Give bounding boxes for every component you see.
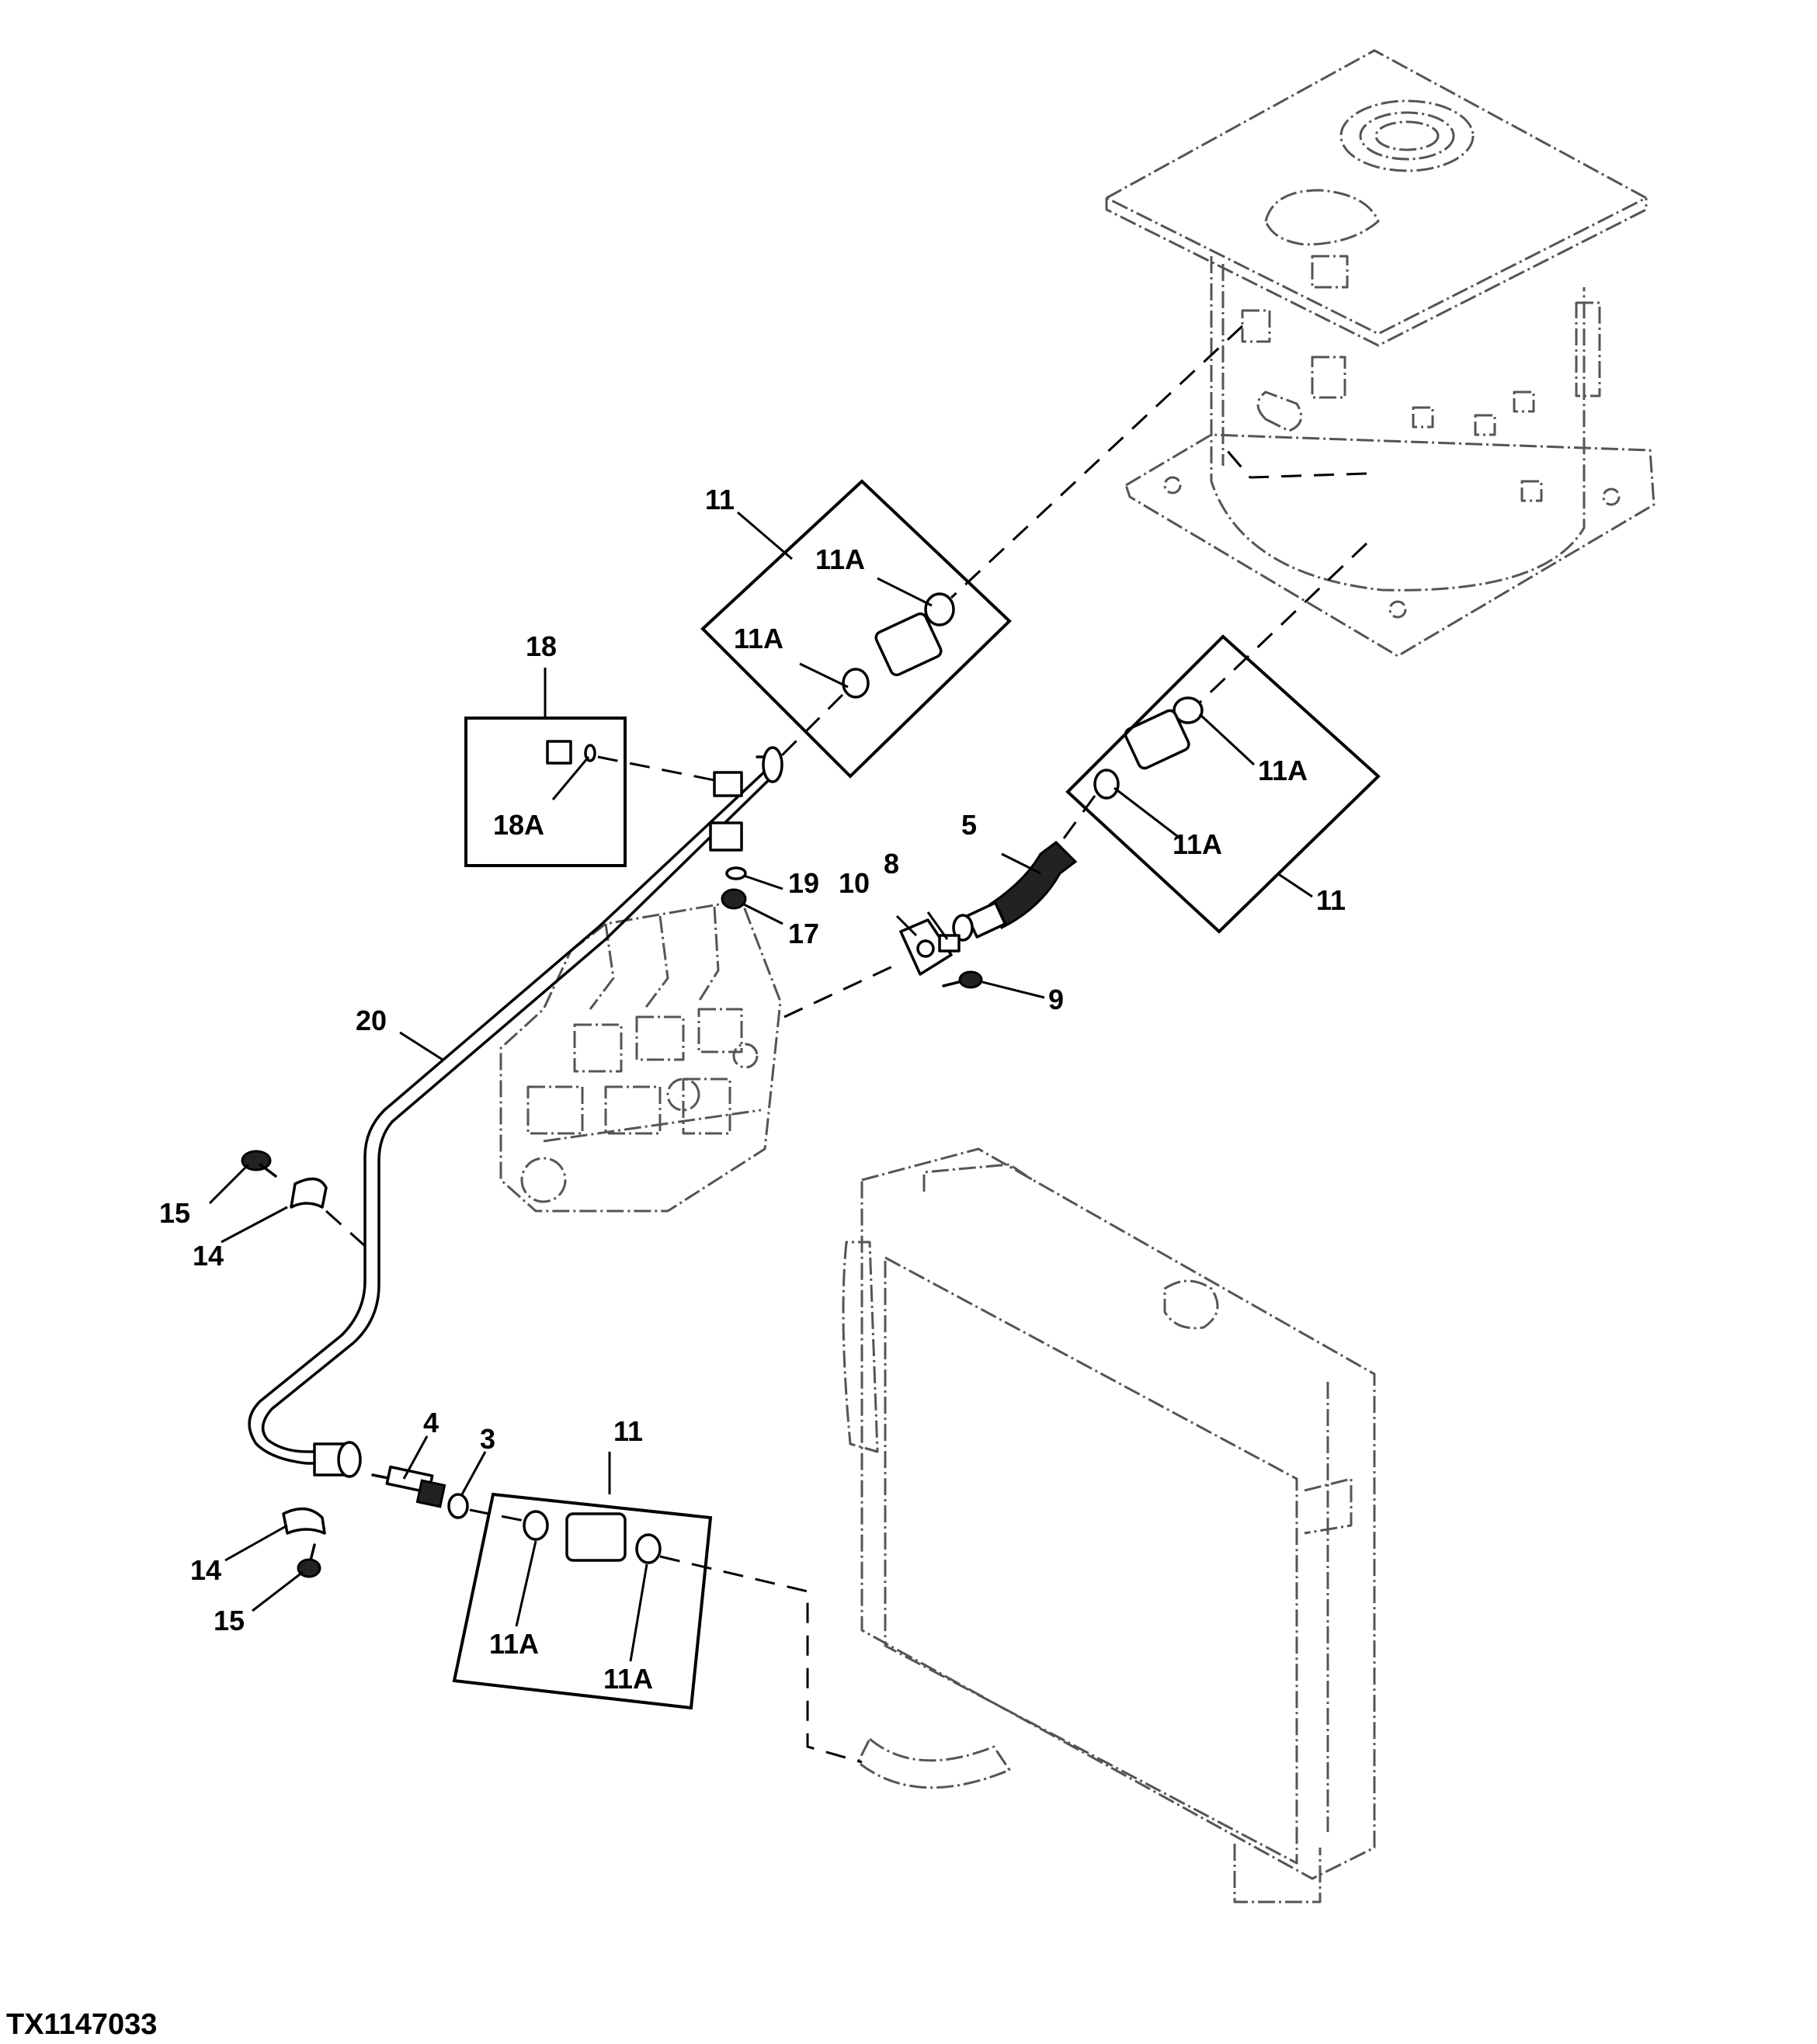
oil-cooler: [842, 1147, 1376, 1903]
callout-10: 10: [839, 867, 870, 899]
leader-lines: [208, 511, 1313, 1662]
kit-box-11-bottom: [452, 1492, 713, 1710]
callout-14-bottom: 14: [190, 1554, 221, 1586]
cap-screw-15-bottom: [297, 1543, 321, 1578]
callout-15-top: 15: [159, 1197, 190, 1229]
callout-14-top: 14: [193, 1240, 224, 1272]
kit-box-18: [464, 717, 627, 867]
callout-11a-bottom-b: 11A: [603, 1663, 653, 1695]
kit-box-11-right: [1065, 634, 1381, 934]
hose-5: [952, 841, 1078, 942]
plug-17: [721, 866, 747, 910]
clamp-14-top: [290, 1177, 328, 1209]
clamp-14-bottom: [282, 1507, 326, 1535]
callout-11a-top-b: 11A: [734, 623, 783, 654]
flange-kit-11-bottom-parts: [523, 1510, 662, 1564]
callout-11-bottom: 11: [613, 1415, 643, 1447]
callout-15-bottom: 15: [214, 1605, 245, 1636]
callout-11-right: 11: [1316, 884, 1346, 916]
callout-11a-top-a: 11A: [815, 543, 865, 575]
kit-box-11-top: [700, 479, 1012, 779]
o-ring-3: [447, 1493, 469, 1519]
callout-11-top: 11: [705, 484, 735, 515]
callout-11a-right-b: 11A: [1173, 828, 1222, 860]
callout-8: 8: [884, 848, 899, 880]
callout-19: 19: [788, 867, 819, 899]
cap-screw-15-top: [241, 1150, 277, 1178]
callout-3: 3: [480, 1423, 495, 1455]
figure-id: TX1147033: [6, 2008, 157, 2041]
callout-17: 17: [788, 918, 819, 949]
flange-kit-11-right-parts: [1093, 696, 1204, 800]
callout-18a: 18A: [493, 809, 544, 841]
callout-20: 20: [356, 1005, 387, 1036]
plug-18: [546, 740, 596, 765]
hydraulic-tank: [1103, 49, 1655, 658]
callout-9: 9: [1048, 984, 1064, 1015]
flange-kit-11-top-parts: [842, 592, 955, 699]
cap-screw-9: [942, 970, 983, 989]
hydraulic-tube-20: [248, 746, 783, 1478]
callout-11a-bottom-a: 11A: [489, 1628, 539, 1660]
connection-lines: [325, 324, 1368, 1764]
callout-11a-right-a: 11A: [1258, 755, 1308, 786]
control-valve: [499, 899, 782, 1213]
callout-4: 4: [423, 1407, 439, 1438]
connector-4: [371, 1465, 446, 1508]
callout-18: 18: [526, 630, 557, 662]
callout-5: 5: [961, 809, 977, 841]
